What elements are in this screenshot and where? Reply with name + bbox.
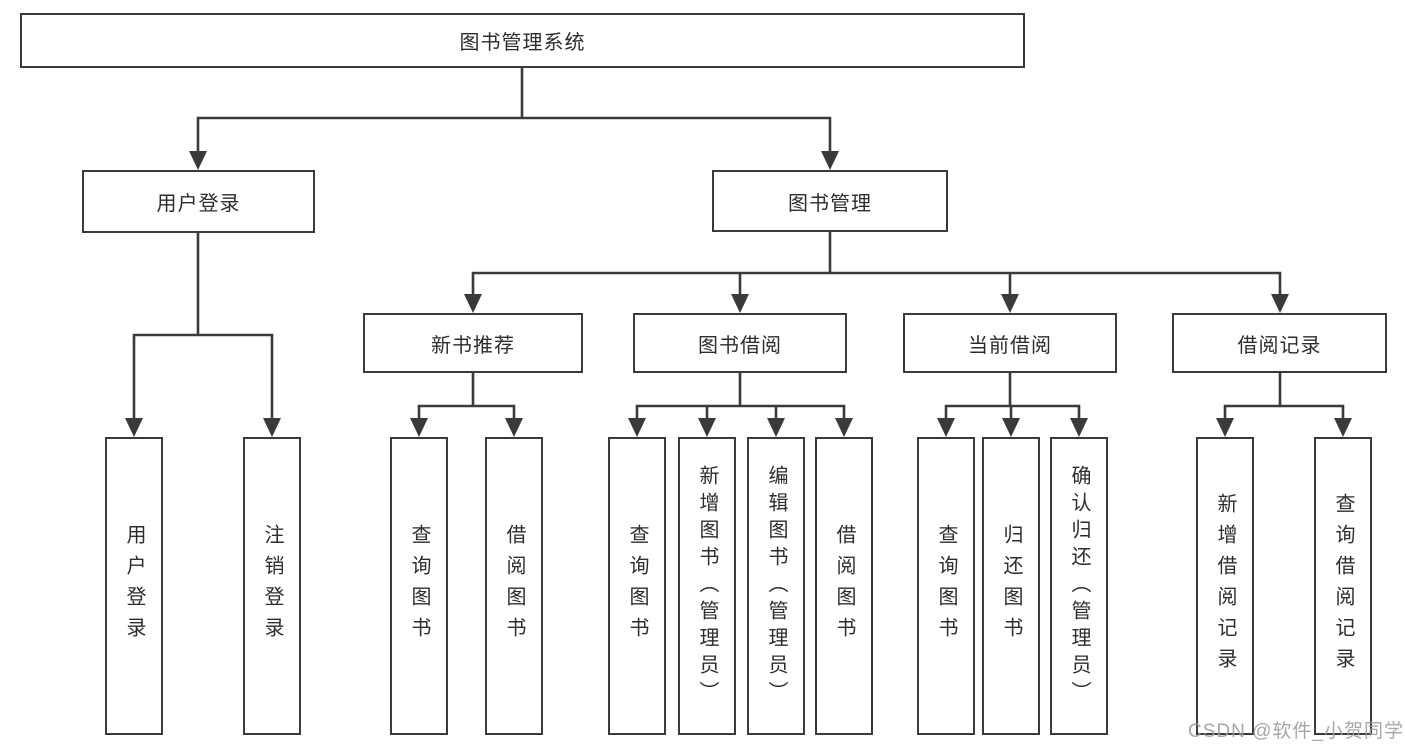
leaf-query-borrow-record: 查询借阅记录 [1314,437,1372,735]
leaf-confirm-return-admin: 确认归还（管理员） [1050,437,1108,735]
arrowhead [125,418,143,437]
arrowhead [189,151,207,170]
connector-records-to-leaves [1223,371,1345,421]
node-current-borrowing: 当前借阅 [903,313,1117,373]
leaf-label: 查询图书 [408,524,430,648]
node-book-borrowing: 图书借阅 [633,313,847,373]
leaf-query-books-recommend: 查询图书 [390,437,448,735]
node-user-login: 用户登录 [82,170,315,233]
arrowhead [1001,294,1019,313]
node-label: 图书管理 [788,192,872,215]
leaf-label: 新增图书（管理员） [696,464,718,708]
node-label: 当前借阅 [968,334,1052,357]
arrowhead [937,418,955,437]
leaf-label: 用户登录 [123,524,145,648]
node-label: 新书推荐 [431,334,515,357]
node-label: 用户登录 [156,193,241,215]
leaf-query-books-borrow: 查询图书 [608,437,666,735]
leaf-add-books-admin: 新增图书（管理员） [678,437,736,735]
leaf-query-books-current: 查询图书 [917,437,975,735]
arrowhead [1002,418,1020,437]
leaf-label: 查询图书 [626,524,648,648]
leaf-label: 确认归还（管理员） [1068,464,1090,708]
watermark: CSDN @软件_小贺同学 [1188,721,1404,742]
leaf-logout-login: 注销登录 [243,437,301,735]
leaf-borrow-books-recommend: 借阅图书 [485,437,543,735]
arrowhead [731,294,749,313]
arrowhead [1216,418,1234,437]
node-label: 图书管理系统 [459,32,586,54]
connector-login-to-leaves [132,231,274,421]
leaf-add-borrow-record: 新增借阅记录 [1196,437,1254,735]
connector-current-to-leaves [944,371,1081,421]
leaf-label: 新增借阅记录 [1214,493,1236,679]
arrowhead [1334,418,1352,437]
node-book-management: 图书管理 [712,170,948,232]
arrowhead [1070,418,1088,437]
leaf-label: 查询借阅记录 [1332,493,1354,679]
leaf-label: 编辑图书（管理员） [765,464,787,708]
leaf-edit-books-admin: 编辑图书（管理员） [747,437,805,735]
leaf-label: 借阅图书 [833,524,855,648]
node-label: 借阅记录 [1237,334,1322,357]
leaf-borrow-books: 借阅图书 [815,437,873,735]
leaf-user-login: 用户登录 [105,437,163,735]
arrowhead [464,294,482,313]
leaf-label: 查询图书 [935,524,957,648]
arrowhead [767,418,785,437]
arrowhead [1271,294,1289,313]
arrowhead [835,418,853,437]
node-library-management-system: 图书管理系统 [20,13,1025,68]
arrowhead [698,418,716,437]
connector-root-to-level2 [196,66,832,154]
arrowhead [628,418,646,437]
node-borrowing-records: 借阅记录 [1172,313,1387,373]
leaf-label: 归还图书 [1000,524,1022,648]
connector-borrow-to-leaves [635,371,846,421]
connector-management-to-level3 [471,230,1282,297]
arrowhead [410,418,428,437]
node-label: 图书借阅 [698,334,782,357]
leaf-return-books: 归还图书 [982,437,1040,735]
leaf-label: 注销登录 [261,524,283,648]
arrowhead [505,418,523,437]
connector-recommend-to-leaves [417,371,516,421]
arrowhead [821,151,839,170]
leaf-label: 借阅图书 [503,524,525,648]
node-new-book-recommendation: 新书推荐 [363,313,583,373]
arrowhead [263,418,281,437]
